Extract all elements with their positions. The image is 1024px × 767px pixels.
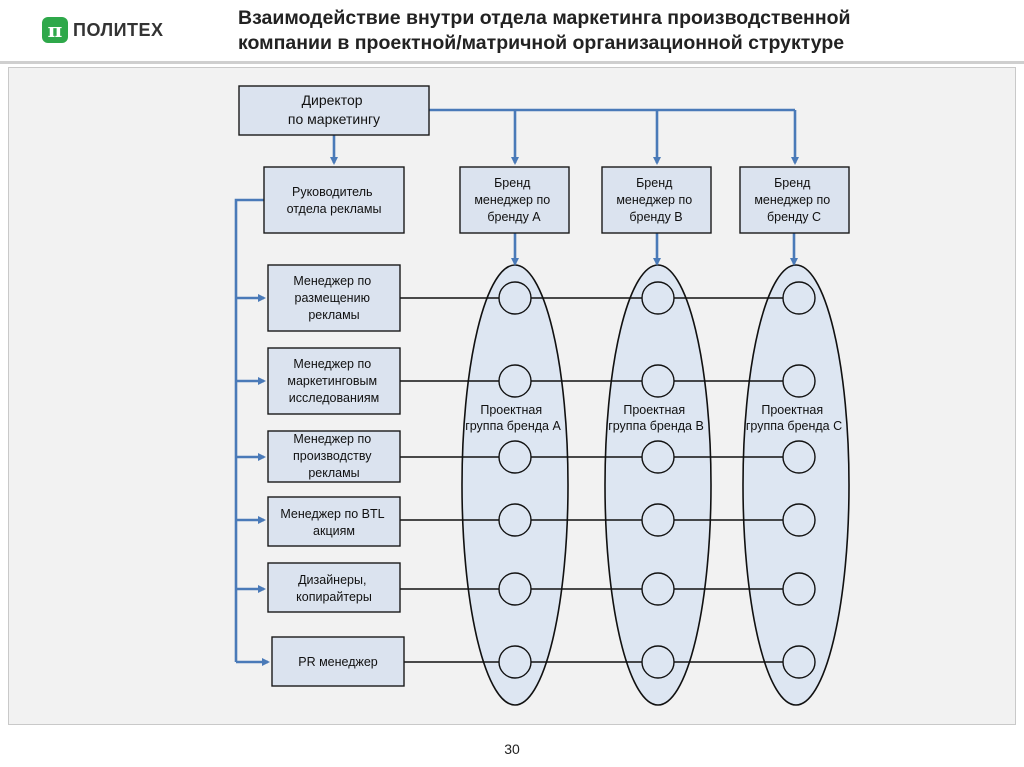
project-group-label-c: Проектная группа бренда C (746, 403, 842, 433)
staff-box-ad-production: Менеджер по производству рекламы (267, 430, 401, 483)
brand-manager-a-box: Бренд менеджер по бренду A (459, 166, 570, 234)
svg-text:Руководитель отдела рекл: Руководитель отдела рекламы (287, 185, 382, 216)
svg-text:Менеджер по маркетинговы: Менеджер по маркетинговым исследованиям (287, 357, 380, 405)
header-divider (0, 61, 1024, 64)
svg-text:Менеджер по BTL акциям: Менеджер по BTL акциям (280, 507, 387, 538)
connector-lines (234, 108, 799, 666)
brand-manager-c-box: Бренд менеджер по бренду C (739, 166, 850, 234)
project-group-oval-c (742, 264, 850, 706)
svg-text:Директор по маркетингу: Директор по маркетингу (288, 92, 380, 127)
svg-text:Менеджер по размещению: Менеджер по размещению рекламы (293, 274, 374, 322)
svg-text:Дизайнеры, копирайтеры: Дизайнеры, копирайтеры (296, 573, 372, 604)
title-line-2: компании в проектной/матричной организац… (238, 32, 845, 54)
staff-lines (400, 297, 799, 663)
svg-text:Бренд менеджер по: Бренд менеджер по бренду C (754, 176, 833, 224)
svg-text:PR менеджер: PR менеджер (298, 655, 378, 669)
svg-text:Менеджер по производству: Менеджер по производству рекламы (293, 432, 375, 480)
staff-box-btl: Менеджер по BTL акциям (267, 496, 401, 547)
page-number: 30 (504, 741, 520, 757)
project-group-oval-a (461, 264, 569, 706)
staff-box-pr: PR менеджер (271, 636, 405, 687)
logo-text: ПОЛИТЕХ (73, 19, 164, 40)
staff-box-market-research: Менеджер по маркетинговым исследованиям (267, 347, 401, 415)
title-line-1: Взаимодействие внутри отдела маркетинга … (238, 7, 851, 29)
staff-box-designers: Дизайнеры, копирайтеры (267, 562, 401, 613)
pi-logo-icon: π (42, 17, 68, 43)
staff-box-ad-placement: Менеджер по размещению рекламы (267, 264, 401, 332)
slide-title: Взаимодействие внутри отдела маркетинга … (238, 6, 1008, 56)
brand-manager-b-box: Бренд менеджер по бренду B (601, 166, 712, 234)
project-group-label-b: Проектная группа бренда B (608, 403, 704, 433)
project-group-oval-b (604, 264, 712, 706)
politeh-logo: π ПОЛИТЕХ (42, 16, 164, 44)
group-nodes (498, 281, 816, 679)
director-box: Директор по маркетингу (238, 85, 430, 136)
ad-head-box: Руководитель отдела рекламы (263, 166, 405, 234)
svg-text:Бренд менеджер по: Бренд менеджер по бренду B (616, 176, 695, 224)
svg-text:Бренд менеджер по: Бренд менеджер по бренду A (474, 176, 553, 224)
project-group-label-a: Проектная группа бренда A (465, 403, 561, 433)
